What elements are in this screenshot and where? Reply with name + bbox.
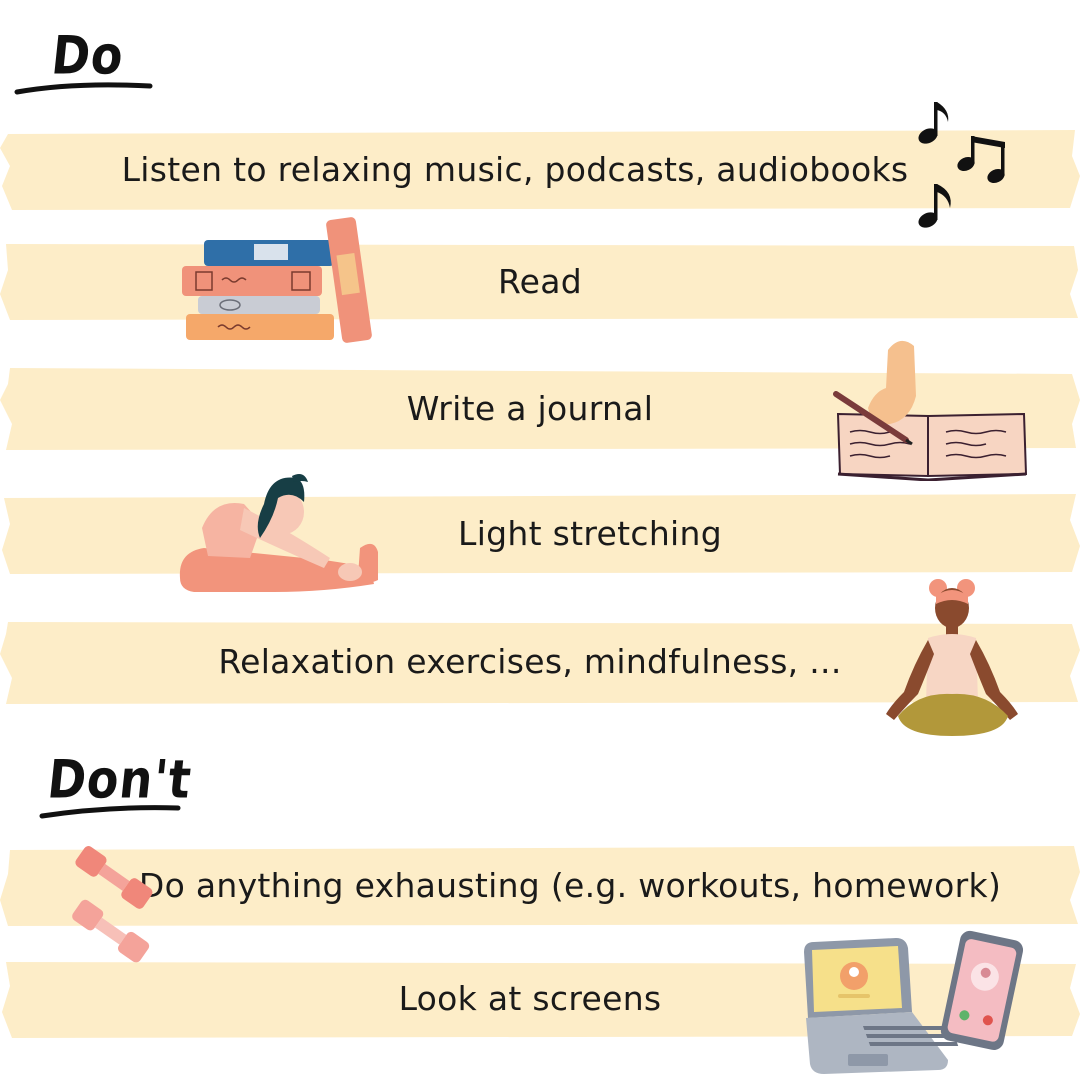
do-heading: Do	[48, 23, 128, 87]
brush-strip	[0, 846, 1080, 926]
brush-strip	[0, 130, 1080, 210]
dont-heading: Don't	[44, 747, 195, 811]
do-item-label: Listen to relaxing music, podcasts, audi…	[121, 149, 909, 189]
do-heading-underline	[14, 82, 153, 95]
do-item-journal: Write a journal	[0, 364, 1080, 452]
do-item-label: Light stretching	[458, 513, 722, 553]
laptop-phone-icon	[804, 930, 1024, 1074]
brush-strip	[0, 368, 1080, 450]
dumbbells-icon	[72, 846, 153, 963]
dont-item-label: Look at screens	[398, 978, 662, 1018]
music-notes-icon	[918, 102, 1005, 228]
dont-heading-underline	[39, 805, 181, 819]
writing-hand-icon	[833, 340, 1028, 481]
do-item-label: Relaxation exercises, mindfulness, ...	[218, 641, 842, 681]
do-item-label: Write a journal	[406, 388, 654, 428]
stretching-woman-icon	[179, 474, 378, 592]
do-item-label: Read	[497, 261, 583, 301]
do-item-read: Read	[0, 238, 1080, 324]
books-icon	[182, 217, 372, 343]
do-item-stretching: Light stretching	[0, 490, 1080, 576]
meditating-woman-icon	[886, 579, 1018, 736]
do-item-relaxation: Relaxation exercises, mindfulness, ...	[0, 616, 1080, 706]
dont-item-exhausting: Do anything exhausting (e.g. workouts, h…	[0, 842, 1080, 928]
do-item-music: Listen to relaxing music, podcasts, audi…	[0, 126, 1080, 212]
dont-item-label: Do anything exhausting (e.g. workouts, h…	[138, 865, 1002, 905]
brush-strip	[0, 622, 1080, 704]
